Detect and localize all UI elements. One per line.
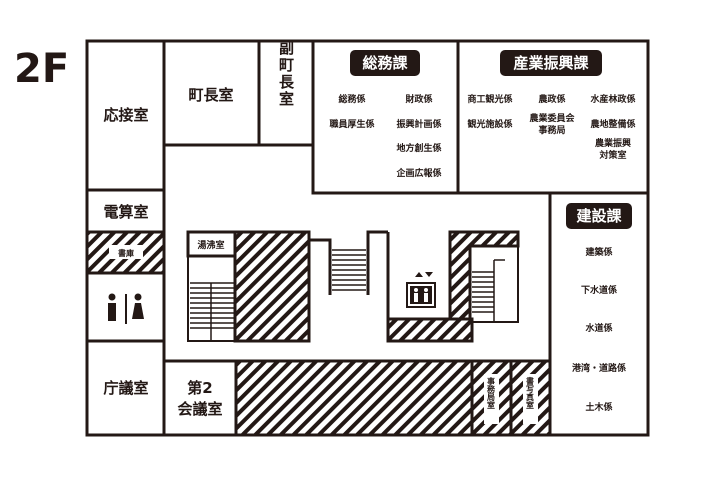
section-commerce-tourism: 商工観光係 — [467, 93, 512, 105]
section-staff-welfare: 職員厚生係 — [329, 118, 374, 130]
stair-right-steps — [472, 259, 505, 322]
construction-dept — [548, 191, 650, 437]
general-affairs-badge — [350, 50, 420, 76]
stair-left-steps — [190, 282, 235, 341]
section-tourism-facilities: 観光施設係 — [467, 118, 512, 130]
study-room-label: 書写真室 — [526, 376, 535, 410]
construction-badge — [566, 203, 632, 229]
section-sewer: 下水道係 — [581, 284, 617, 296]
industry-badge — [500, 50, 602, 76]
hatched-area-center-right — [448, 230, 520, 321]
section-fishery-forestry: 水産林政係 — [590, 93, 635, 105]
boiler-room — [186, 230, 237, 258]
stair-center-wall-left — [309, 238, 332, 295]
meeting-room-2-label-line1: 第2 — [187, 379, 212, 397]
section-countermeasures: 対策室 — [598, 149, 626, 161]
restroom-icon — [108, 293, 144, 324]
general-affairs-title: 総務課 — [362, 54, 408, 72]
council-chamber-label: 庁議室 — [102, 379, 148, 397]
section-agri-committee: 農業委員会 — [529, 112, 575, 124]
admin-office-label: 事務局室 — [486, 376, 496, 410]
industry-title: 産業振興課 — [513, 54, 589, 72]
computer-room-label: 電算室 — [103, 203, 148, 221]
section-planning-pr: 企画広報係 — [395, 167, 441, 179]
reception-room-label: 応接室 — [103, 106, 148, 124]
admin-office-label-bg — [484, 374, 499, 424]
stair-center-wall-right — [366, 230, 388, 295]
hatched-area-bottom — [234, 359, 474, 437]
hatched-area-center-left — [233, 230, 311, 343]
construction-title: 建設課 — [576, 207, 622, 225]
stair-center-steps — [332, 249, 366, 291]
boiler-room-label: 湯沸室 — [197, 239, 224, 251]
storage-room-label: 書庫 — [118, 248, 134, 258]
meeting-room-2-label-line2: 会議室 — [177, 400, 222, 418]
elevator-icon — [406, 272, 436, 308]
floor-label: 2F — [14, 46, 69, 92]
section-secretariat: 事務局 — [538, 124, 565, 136]
deputy-mayor-office-label: 副町長室 — [277, 40, 295, 108]
section-port-road: 港湾・道路係 — [572, 362, 626, 374]
section-architecture: 建築係 — [585, 246, 612, 258]
mayor-office-label: 町長室 — [188, 86, 233, 104]
section-water: 水道係 — [585, 322, 612, 334]
mayor-office — [162, 39, 261, 147]
meeting-room-2 — [162, 359, 238, 437]
section-regional-revitalization: 地方創生係 — [396, 142, 441, 154]
stair-left-outline — [187, 256, 235, 342]
council-chamber — [85, 339, 166, 437]
section-general: 総務係 — [338, 93, 365, 105]
storage-label-bg — [109, 245, 143, 259]
section-agri-promotion: 農業振興 — [595, 137, 631, 149]
section-civil-engineering: 土木係 — [585, 401, 612, 413]
section-farmland: 農地整備係 — [590, 118, 635, 130]
hatched-elevator-base — [386, 317, 474, 343]
section-agri-policy: 農政係 — [538, 93, 565, 105]
section-finance: 財政係 — [404, 93, 432, 105]
section-promotion-planning: 振興計画係 — [396, 118, 441, 130]
study-room-label-bg — [523, 374, 538, 424]
